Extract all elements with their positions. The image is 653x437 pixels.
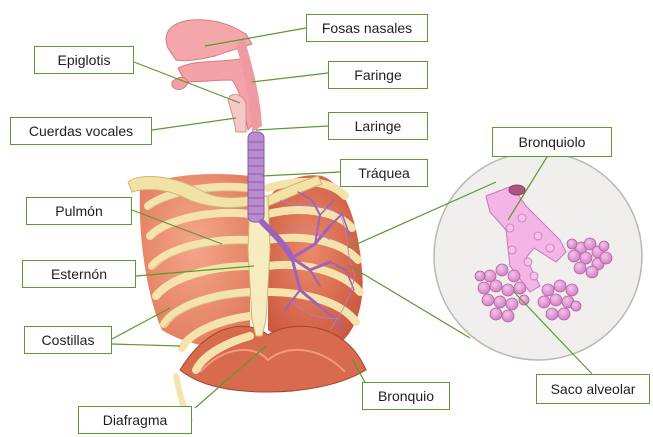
label-traquea: Tráquea	[340, 159, 428, 187]
label-esternon: Esternón	[22, 260, 136, 288]
label-saco-alveolar: Saco alveolar	[536, 374, 650, 404]
label-costillas: Costillas	[24, 326, 112, 354]
label-pulmon: Pulmón	[26, 197, 132, 225]
label-cuerdas-vocales: Cuerdas vocales	[10, 117, 152, 145]
label-fosas-nasales: Fosas nasales	[306, 14, 428, 42]
label-diafragma: Diafragma	[78, 406, 192, 434]
label-bronquio: Bronquio	[362, 382, 450, 410]
label-faringe: Faringe	[328, 61, 428, 89]
airway-upper	[166, 20, 262, 132]
label-bronquiolo: Bronquiolo	[492, 127, 612, 157]
thorax	[128, 174, 366, 430]
label-epiglotis: Epiglotis	[34, 46, 134, 74]
label-laringe: Laringe	[328, 112, 428, 140]
magnified-view	[434, 152, 642, 360]
